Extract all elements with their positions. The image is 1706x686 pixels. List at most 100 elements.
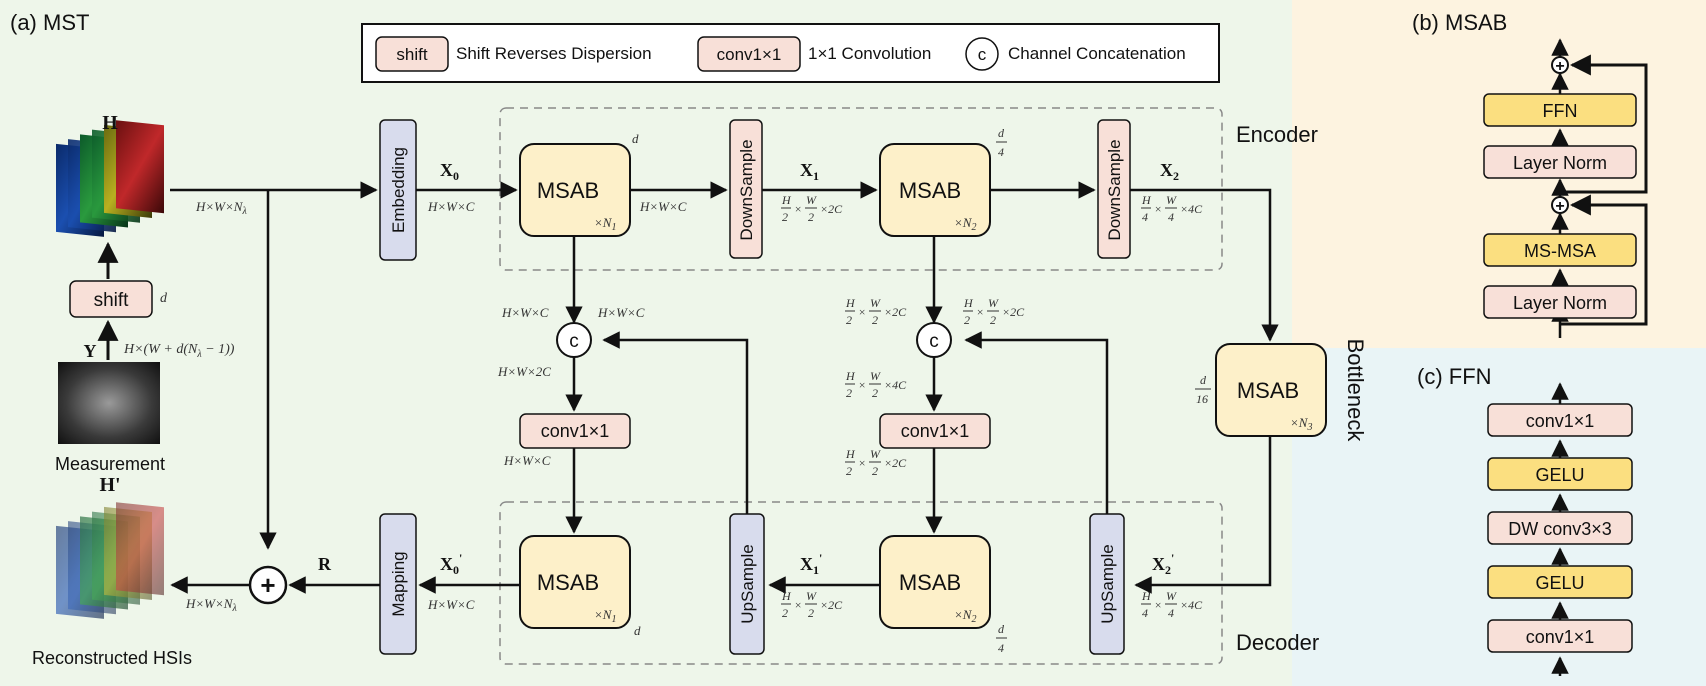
x2p-shape-c: ×4C	[1180, 598, 1203, 612]
ffn-dwconv-label: DW conv3×3	[1508, 519, 1612, 539]
x2p-shape-times: ×	[1154, 598, 1162, 612]
conv2-out-shape-c: ×2C	[884, 456, 907, 470]
concat2-left-shape: H 2 × W 2 ×2C	[845, 296, 907, 327]
measurement-image	[58, 362, 160, 444]
legend-concat-text: Channel Concatenation	[1008, 44, 1186, 63]
x2p-shape-h-num: H	[1141, 589, 1152, 603]
concat2-out-shape-times: ×	[858, 378, 866, 392]
concat2-right-shape-times: ×	[976, 305, 984, 319]
legend-conv-text: 1×1 Convolution	[808, 44, 931, 63]
x1p-shape-w-den: 2	[808, 606, 814, 620]
conv2-out-shape-w-den: 2	[872, 464, 878, 478]
concat2-left-shape-times: ×	[858, 305, 866, 319]
concat-1-symbol: c	[569, 331, 579, 352]
decoder-msab-1	[519, 535, 631, 629]
concat2-out-shape-w-num: W	[870, 369, 881, 383]
x2-shape-c: ×4C	[1180, 202, 1203, 216]
msab-ffn-label: FFN	[1543, 101, 1578, 121]
legend-concat-symbol: c	[978, 45, 987, 64]
x1-shape-h-den: 2	[782, 210, 788, 224]
legend-shift-box	[375, 36, 449, 72]
bottleneck-msab-mult: ×N3	[1290, 415, 1312, 433]
dmsab1-d: d	[634, 623, 641, 638]
msab-panel-title: (b) MSAB	[1412, 10, 1507, 35]
concat2-left-shape-h-num: H	[845, 296, 856, 310]
msab2-d4-den: 4	[998, 145, 1004, 159]
legend-conv-label: conv1×1	[717, 45, 782, 64]
legend-concat-icon	[965, 37, 999, 71]
concat2-out-shape: H 2 × W 2 ×4C	[845, 369, 907, 400]
msab2-d4-num: d	[998, 126, 1005, 140]
concat2-left-shape-c: ×2C	[884, 305, 907, 319]
residual-add-symbol: +	[260, 570, 275, 600]
concat1-out-shape: H×W×2C	[497, 364, 551, 379]
x0p-shape: H×W×C	[427, 597, 475, 612]
x2-shape-times: ×	[1154, 202, 1162, 216]
decoder-msab-1-mult: ×N1	[594, 607, 616, 625]
encoder-msab-2-label: MSAB	[899, 178, 961, 203]
x1-shape-w-num: W	[806, 193, 817, 207]
decoder-msab-1-label: MSAB	[537, 570, 599, 595]
arrow-up1-to-concat1	[602, 331, 749, 514]
concat2-right-shape-h-den: 2	[964, 313, 970, 327]
conv1-out-shape: H×W×C	[503, 453, 551, 468]
x2p-shape-w-num: W	[1166, 589, 1177, 603]
encoder-msab-1-label: MSAB	[537, 178, 599, 203]
legend-conv-box	[697, 36, 801, 72]
bottleneck-d16: d 16	[1195, 373, 1211, 406]
bottleneck-label: Bottleneck	[1343, 339, 1368, 443]
x1p-shape-times: ×	[794, 598, 802, 612]
concat2-left-shape-w-den: 2	[872, 313, 878, 327]
concat2-right-shape-h-num: H	[963, 296, 974, 310]
msab-detail: Layer Norm MS-MSA + Layer Norm FFN +	[1483, 38, 1648, 338]
x1-shape-times: ×	[794, 202, 802, 216]
conv2-out-shape-times: ×	[858, 456, 866, 470]
bottleneck-d16-num: d	[1200, 373, 1207, 387]
x1-shape-h-num: H	[781, 193, 792, 207]
conv-2-label: conv1×1	[901, 421, 970, 441]
decoder-msab-2-label: MSAB	[899, 570, 961, 595]
conv2-out-shape: H 2 × W 2 ×2C	[845, 447, 907, 478]
measurement-label: Measurement	[55, 454, 165, 474]
concat2-out-shape-w-den: 2	[872, 386, 878, 400]
bottleneck-msab-label: MSAB	[1237, 378, 1299, 403]
ffn-panel-title: (c) FFN	[1417, 364, 1492, 389]
dmsab2-d4: d 4	[996, 622, 1007, 655]
conv2-out-shape-w-num: W	[870, 447, 881, 461]
decoder-msab-2	[879, 535, 991, 629]
encoder-msab-1-mult: ×N1	[594, 215, 616, 233]
ffn-gelu-top-label: GELU	[1535, 465, 1584, 485]
input-h-label: H	[102, 112, 118, 134]
x1p-shape-h-den: 2	[782, 606, 788, 620]
ffn-detail: conv1×1 GELU DW conv3×3 GELU conv1×1	[1487, 382, 1633, 676]
conv-1-label: conv1×1	[541, 421, 610, 441]
y-shape-label: H×(W + d(Nλ − 1))	[123, 342, 235, 360]
concat-2-symbol: c	[929, 331, 939, 352]
msab-ms-msa-label: MS-MSA	[1524, 241, 1596, 261]
x2-shape-w-num: W	[1166, 193, 1177, 207]
encoder-msab-2-mult: ×N2	[954, 215, 976, 233]
msab-skip-1	[1560, 194, 1648, 326]
x1p-shape: H 2 × W 2 ×2C	[781, 589, 843, 620]
hwn-top-label: H×W×Nλ	[195, 199, 247, 217]
concat2-right-shape-w-num: W	[988, 296, 999, 310]
reconstructed-label: Reconstructed HSIs	[32, 648, 192, 668]
x2p-label: X2'	[1152, 551, 1174, 577]
x2-shape: H 4 × W 4 ×4C	[1141, 193, 1203, 224]
x0-shape: H×W×C	[427, 199, 475, 214]
msab-skip-2	[1560, 54, 1648, 194]
concat2-out-shape-h-den: 2	[846, 386, 852, 400]
dmsab2-d4-num: d	[998, 622, 1005, 636]
decoder-label: Decoder	[1236, 630, 1319, 655]
concat2-out-shape-h-num: H	[845, 369, 856, 383]
x2p-shape-w-den: 4	[1168, 606, 1174, 620]
output-band-6	[116, 502, 164, 596]
x2p-shape: H 4 × W 4 ×4C	[1141, 589, 1203, 620]
output-h-prime-label: H'	[99, 474, 120, 496]
x2-shape-h-den: 4	[1142, 210, 1148, 224]
msab1-out-shape: H×W×C	[639, 199, 687, 214]
x1p-shape-h-num: H	[781, 589, 792, 603]
x2-shape-h-num: H	[1141, 193, 1152, 207]
conv2-out-shape-h-den: 2	[846, 464, 852, 478]
